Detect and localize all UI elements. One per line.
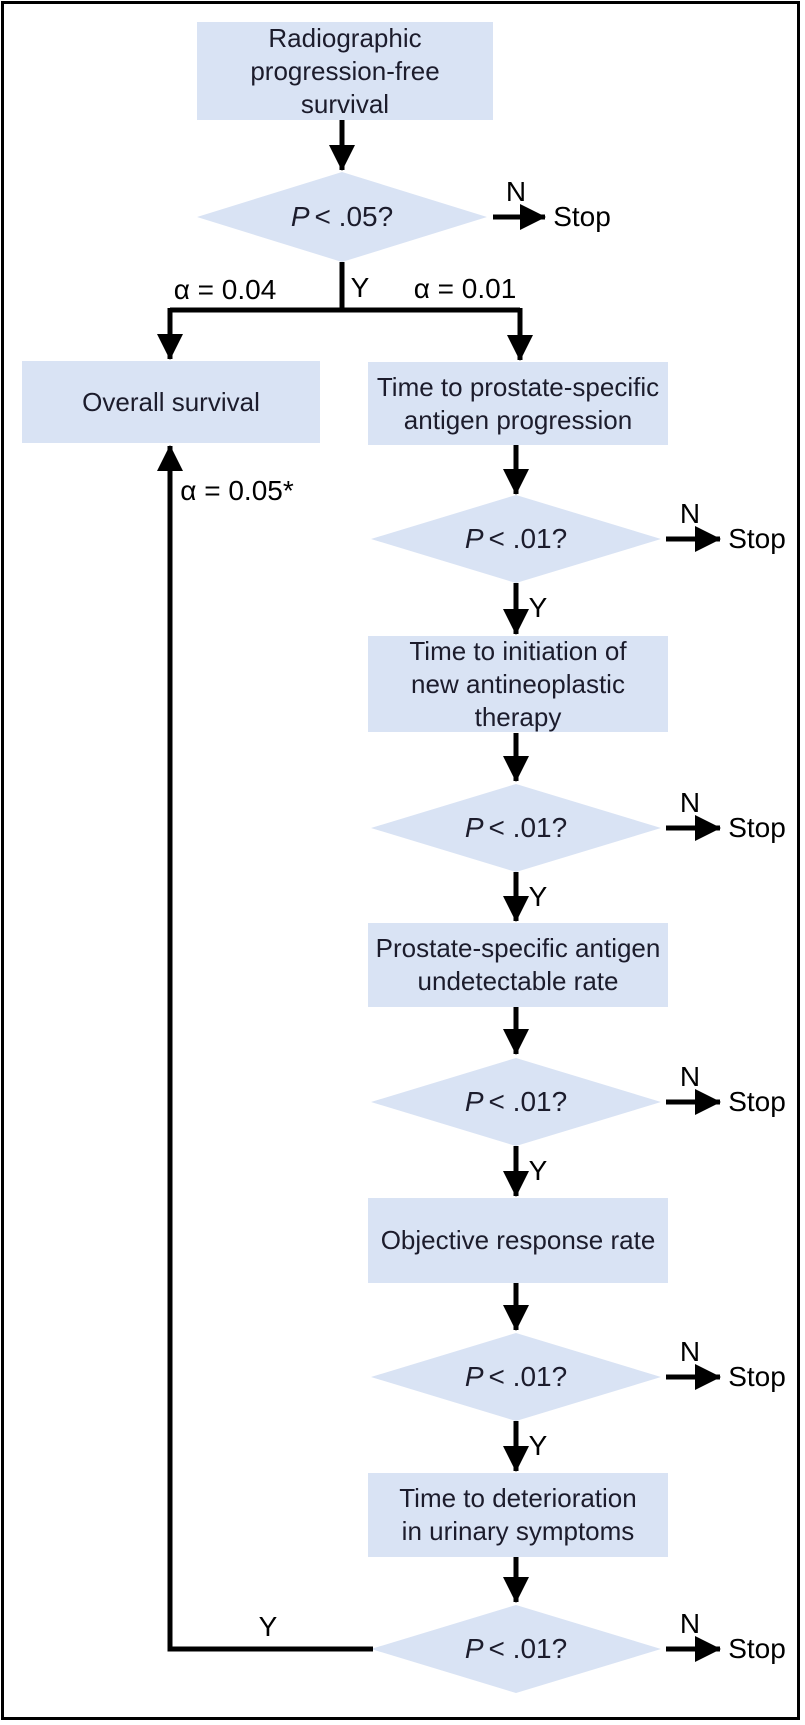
p-threshold: < .01?	[488, 1086, 568, 1117]
p-symbol: P	[464, 1361, 484, 1392]
node-time-to-psa-progression: Time to prostate-specific antigen progre…	[368, 362, 668, 445]
node-label: Time to deterioration in urinary symptom…	[399, 1483, 637, 1546]
edge-label-stop: Stop	[728, 1633, 786, 1664]
connector-lines	[157, 120, 721, 1662]
decision-diamond-p01-3	[371, 1058, 661, 1146]
edge-label-alpha-004: α = 0.04	[173, 274, 277, 305]
node-label: Prostate-specific antigen undetectable r…	[375, 933, 661, 996]
node-label: Time to initiation of new antineoplastic…	[409, 635, 627, 732]
decision-text-p01-5: P< .01?	[371, 1604, 661, 1694]
decision-text-p01-3: P< .01?	[371, 1057, 661, 1147]
decision-diamond-p05	[197, 172, 487, 262]
p-symbol: P	[290, 201, 310, 232]
edge-label-no: N	[679, 498, 701, 529]
p-symbol: P	[464, 812, 484, 843]
p-symbol: P	[464, 1633, 484, 1664]
decision-diamonds	[197, 172, 661, 1693]
node-objective-response-rate: Objective response rate	[368, 1198, 668, 1283]
edge-label-stop: Stop	[728, 523, 786, 554]
decision-text-p01-4: P< .01?	[371, 1332, 661, 1422]
edge-label-yes: Y	[350, 272, 370, 303]
edge-label-alpha-005: α = 0.05*	[180, 475, 294, 506]
decision-text-p01-1: P< .01?	[371, 494, 661, 584]
edge-label-stop: Stop	[728, 1086, 786, 1117]
p-threshold: < .01?	[488, 1361, 568, 1392]
edge-label-no: N	[505, 176, 527, 207]
node-time-to-new-antineoplastic-therapy: Time to initiation of new antineoplastic…	[368, 636, 668, 732]
edge-label-no: N	[679, 787, 701, 818]
edge-label-yes: Y	[528, 592, 548, 623]
decision-diamond-p01-4	[371, 1333, 661, 1421]
edge-label-stop: Stop	[553, 201, 611, 232]
node-label: Time to prostate-specific antigen progre…	[376, 371, 660, 435]
p-threshold: < .01?	[488, 812, 568, 843]
edge-label-yes: Y	[528, 1430, 548, 1461]
edge-label-no: N	[679, 1608, 701, 1639]
decision-diamond-p01-5	[371, 1605, 661, 1693]
p-symbol: P	[464, 523, 484, 554]
node-time-to-urinary-deterioration: Time to deterioration in urinary symptom…	[368, 1473, 668, 1557]
node-radiographic-pfs: Radiographic progression-free survival	[197, 22, 493, 120]
p-threshold: < .01?	[488, 1633, 568, 1664]
edge-label-yes: Y	[528, 881, 548, 912]
edge-label-yes: Y	[528, 1155, 548, 1186]
decision-text-p01-2: P< .01?	[371, 783, 661, 873]
edge-label-alpha-001: α = 0.01	[413, 273, 517, 304]
decision-text-p05: P< .05?	[197, 172, 487, 262]
decision-diamond-p01-2	[371, 784, 661, 872]
edge-label-stop: Stop	[728, 812, 786, 843]
edge-label-stop: Stop	[728, 1361, 786, 1392]
p-threshold: < .01?	[488, 523, 568, 554]
arrow-d5-yes-loop-to-overall-survival	[157, 445, 373, 1652]
decision-diamond-p01-1	[371, 495, 661, 583]
p-threshold: < .05?	[314, 201, 394, 232]
node-label: Overall survival	[82, 386, 260, 417]
edge-label-yes: Y	[258, 1611, 278, 1642]
edge-label-no: N	[679, 1061, 701, 1092]
node-overall-survival: Overall survival	[22, 361, 320, 443]
node-label: Radiographic progression-free survival	[250, 22, 440, 119]
node-psa-undetectable-rate: Prostate-specific antigen undetectable r…	[368, 923, 668, 1007]
p-symbol: P	[464, 1086, 484, 1117]
edge-label-no: N	[679, 1336, 701, 1367]
node-label: Objective response rate	[380, 1225, 656, 1255]
